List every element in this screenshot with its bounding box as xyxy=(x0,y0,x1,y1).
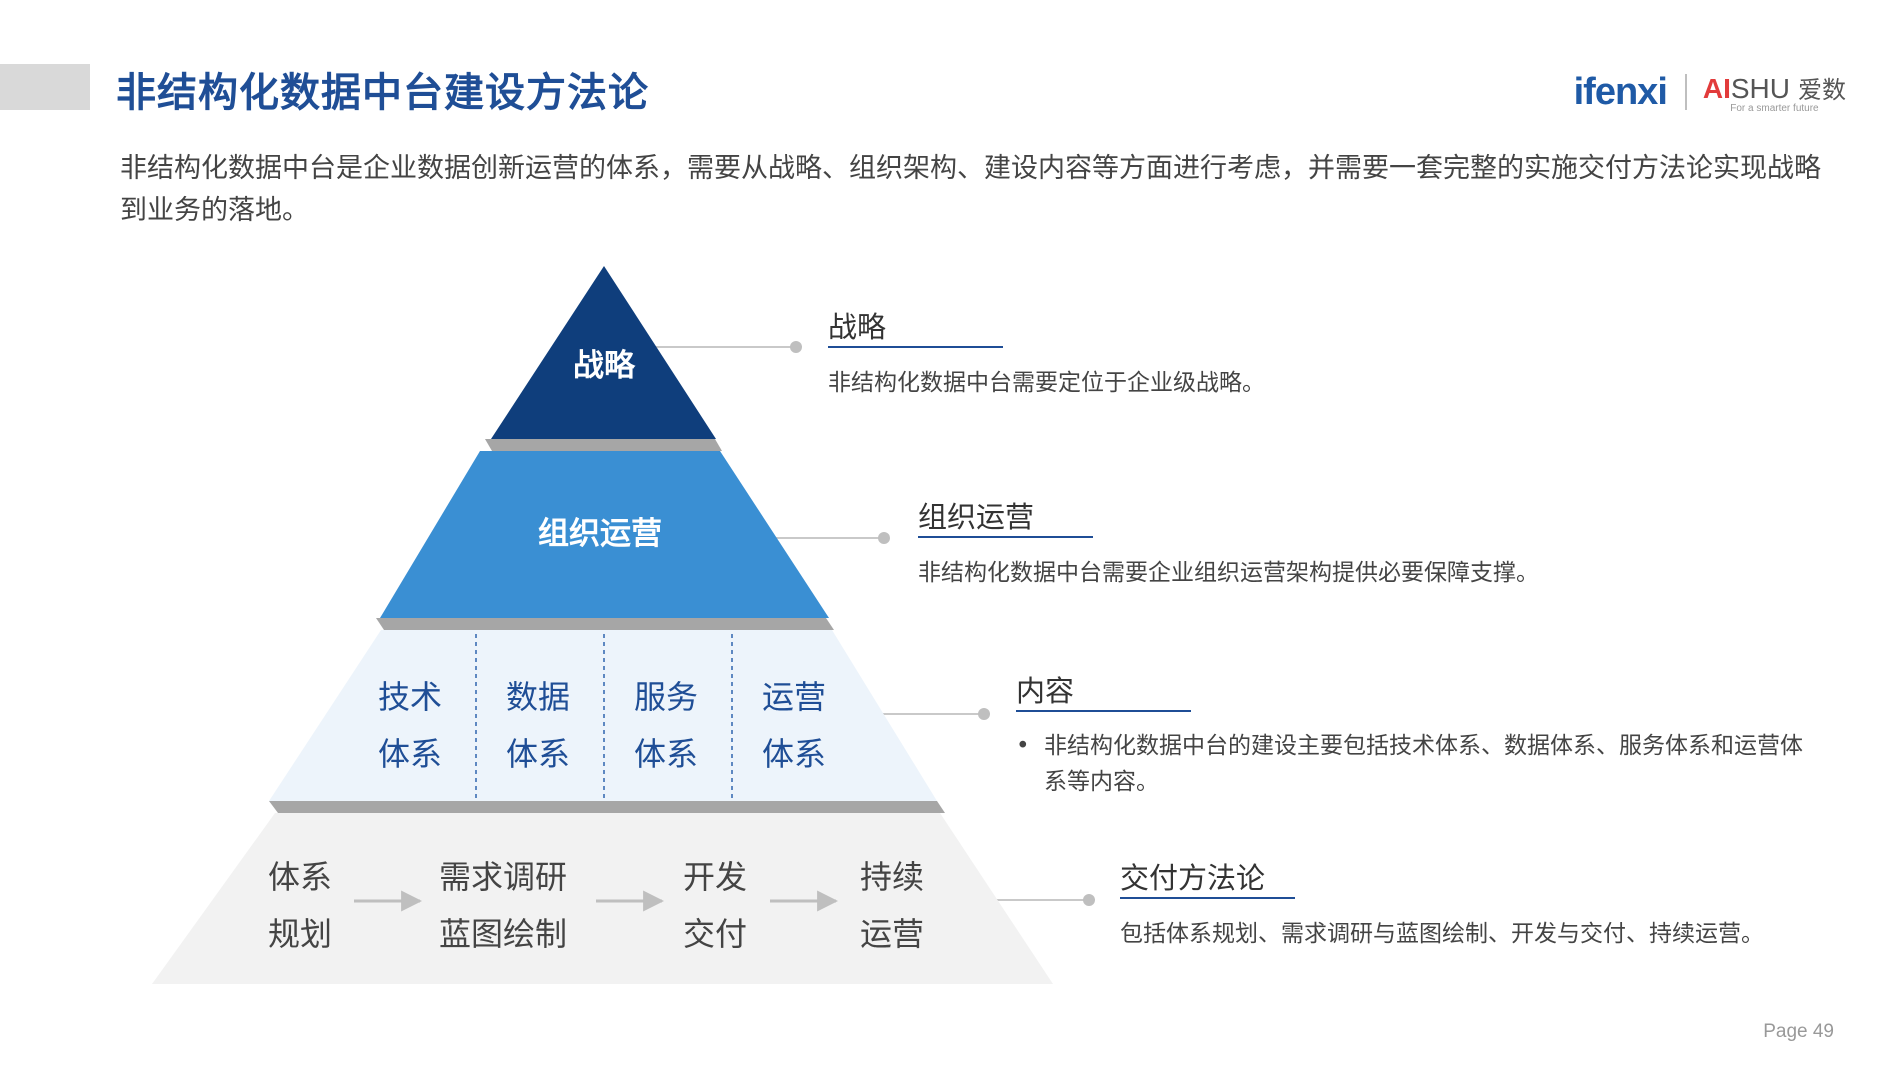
pyramid-shadow-1 xyxy=(485,439,722,451)
content-cell-ops-line2: 体系 xyxy=(762,735,826,773)
pyramid-level-strategy xyxy=(491,266,716,439)
step-delivery-line2: 交付 xyxy=(683,915,747,953)
callout-label-strategy: 战略 xyxy=(828,310,887,344)
callout-desc-content: 非结构化数据中台的建设主要包括技术体系、数据体系、服务体系和运营体系等内容。 xyxy=(1044,733,1803,795)
connector-dot-methodology xyxy=(1083,894,1095,906)
step-delivery-line1: 开发 xyxy=(683,858,747,896)
content-cell-ops-line1: 运营 xyxy=(762,678,826,716)
step-research-line1: 需求调研 xyxy=(439,858,567,896)
step-operation-line1: 持续 xyxy=(860,858,924,896)
callout-label-organization: 组织运营 xyxy=(918,500,1035,534)
pyramid-level-content xyxy=(269,630,937,801)
brand-logo: ifenxi AISHU 爱数 For a smarter future xyxy=(1574,64,1846,120)
aishu-logo: AISHU 爱数 For a smarter future xyxy=(1703,70,1846,114)
callout-connectors xyxy=(655,341,1095,906)
callout-underline-strategy xyxy=(828,346,1003,348)
connector-dot-strategy xyxy=(790,341,802,353)
callout-label-methodology: 交付方法论 xyxy=(1120,861,1266,895)
intro-paragraph: 非结构化数据中台是企业数据创新运营的体系，需要从战略、组织架构、建设内容等方面进… xyxy=(120,153,1821,226)
content-cell-service-line2: 体系 xyxy=(634,735,698,773)
level-organization-text: 组织运营 xyxy=(538,516,662,552)
aishu-logo-cn: 爱数 xyxy=(1798,77,1846,104)
callout-underline-content xyxy=(1016,710,1191,712)
content-cell-service-line1: 服务 xyxy=(634,678,698,716)
pyramid-level-organization xyxy=(380,451,829,618)
aishu-logo-shu: SHU xyxy=(1730,73,1790,104)
ifenxi-logo-text: ifenxi xyxy=(1573,70,1668,113)
methodology-steps: 体系 规划 需求调研 蓝图绘制 开发 交付 持续 运营 xyxy=(268,858,924,953)
content-cell-data-line1: 数据 xyxy=(506,678,570,716)
callout-underline-methodology xyxy=(1120,897,1295,899)
callout-underline-organization xyxy=(918,536,1093,538)
step-research-line2: 蓝图绘制 xyxy=(439,915,567,953)
content-cell-tech-line1: 技术 xyxy=(378,678,442,716)
connector-dot-content xyxy=(978,708,990,720)
pyramid-shadow-3 xyxy=(269,801,945,813)
callout-desc-organization: 非结构化数据中台需要企业组织运营架构提供必要保障支撑。 xyxy=(918,560,1539,586)
content-cells: 技术 体系 数据 体系 服务 体系 运营 体系 xyxy=(378,678,826,773)
callout-bullet-content: • xyxy=(1016,733,1030,759)
callout-desc-methodology: 包括体系规划、需求调研与蓝图绘制、开发与交付、持续运营。 xyxy=(1120,921,1764,947)
callout-label-content: 内容 xyxy=(1016,674,1075,708)
logo-divider xyxy=(1684,74,1687,110)
page-number: Page 49 xyxy=(1763,1021,1834,1042)
content-dividers xyxy=(475,634,733,798)
page-title: 非结构化数据中台建设方法论 xyxy=(116,70,649,116)
content-cell-data-line2: 体系 xyxy=(506,735,570,773)
title-accent-bar xyxy=(0,64,90,110)
step-operation-line2: 运营 xyxy=(860,915,924,953)
step-planning-line1: 体系 xyxy=(268,858,332,896)
content-cell-tech-line2: 体系 xyxy=(378,735,442,773)
aishu-logo-tagline: For a smarter future xyxy=(1730,103,1819,114)
pyramid-shadow-2 xyxy=(376,618,834,630)
pyramid-level-methodology xyxy=(152,813,1053,984)
connector-dot-organization xyxy=(878,532,890,544)
step-planning-line2: 规划 xyxy=(268,915,332,953)
aishu-logo-ai: AI xyxy=(1702,73,1731,104)
callout-desc-strategy: 非结构化数据中台需要定位于企业级战略。 xyxy=(828,370,1265,396)
level-strategy-text: 战略 xyxy=(573,348,636,384)
